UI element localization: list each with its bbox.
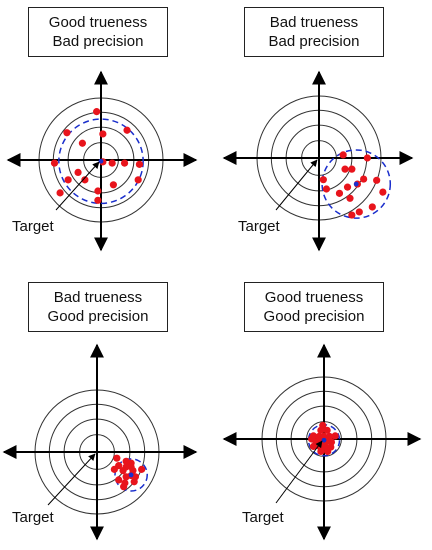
target-arrow [47,453,96,506]
measurement-point [323,426,331,434]
measurement-point [94,187,102,195]
measurement-point [379,188,387,196]
target-plot [222,70,414,252]
measurement-point [363,154,371,162]
measurement-point [308,435,316,443]
measurement-point [348,211,356,219]
measurement-point [317,426,325,434]
measurement-point [348,165,356,173]
mean-point [353,181,359,187]
measurement-point [317,447,325,455]
panel-title-box: Good trueness Good precision [244,282,384,332]
mean-point [128,472,134,478]
measurement-point [74,168,82,176]
measurement-point [319,176,327,184]
target-label: Target [242,509,284,526]
measurement-point [335,189,344,197]
target-arrow [275,440,323,504]
measurement-point [331,432,339,440]
panel-title-line-2: Good precision [263,308,365,325]
measurement-point [373,176,381,184]
target-arrow [275,159,318,211]
measurement-point [56,189,64,197]
measurement-point [63,129,71,137]
measurement-point [94,196,102,204]
spread-circle [114,458,148,492]
measurement-point [138,465,146,473]
measurement-point [324,447,332,455]
panel-title-box: Good trueness Bad precision [28,7,168,57]
panel-bad-trueness-bad-precision: Bad trueness Bad precision Target [216,0,432,275]
measurement-point [355,208,363,216]
measurement-point [113,454,121,462]
panel-title-line-1: Bad trueness [269,14,359,31]
measurement-point [93,108,101,116]
measurement-point [341,165,349,173]
measurement-point [120,483,128,491]
measurement-point [360,175,368,183]
measurement-point [134,176,142,184]
measurement-point [135,160,144,168]
target-plot [6,70,198,252]
measurement-point [119,467,127,475]
mean-point [321,437,327,443]
panel-title-box: Bad trueness Good precision [28,282,168,332]
measurement-point [115,476,123,484]
target-label: Target [238,218,280,235]
measurement-point [108,159,116,167]
spread-circle [58,118,144,205]
panel-title-line-1: Bad trueness [53,289,143,306]
measurement-point [343,183,352,191]
mean-point [98,158,104,164]
target-label: Target [12,218,54,235]
target-arrow [55,161,100,211]
panel-title-line-1: Good trueness [48,14,148,31]
target-label: Target [12,509,54,526]
target-plot [222,343,422,541]
measurement-point [130,478,138,486]
spread-circle [321,149,392,219]
measurement-point [120,159,129,167]
panel-title-line-1: Good trueness [264,289,364,306]
target-plot [2,343,198,541]
measurement-point [309,442,318,451]
panel-good-trueness-bad-precision: Good trueness Bad precision Target [0,0,216,275]
panel-bad-trueness-good-precision: Bad trueness Good precision Target [0,275,216,550]
measurement-point [110,465,118,473]
measurement-point [322,185,331,193]
panel-title-line-2: Good precision [47,308,149,325]
measurement-point [81,176,89,184]
measurement-point [50,159,59,167]
measurement-point [368,203,376,211]
measurement-point [346,194,354,202]
measurement-point [64,176,72,184]
measurement-point [78,139,86,147]
measurement-point [99,130,107,138]
panel-title-line-2: Bad precision [52,33,144,50]
measurement-point [315,432,323,441]
measurement-point [122,473,130,481]
panel-title-line-2: Bad precision [268,33,360,50]
measurement-point [123,126,131,134]
panel-title-box: Bad trueness Bad precision [244,7,384,57]
measurement-point [109,181,117,189]
measurement-point [339,151,347,159]
panel-good-trueness-good-precision: Good trueness Good precision Target [216,275,432,550]
